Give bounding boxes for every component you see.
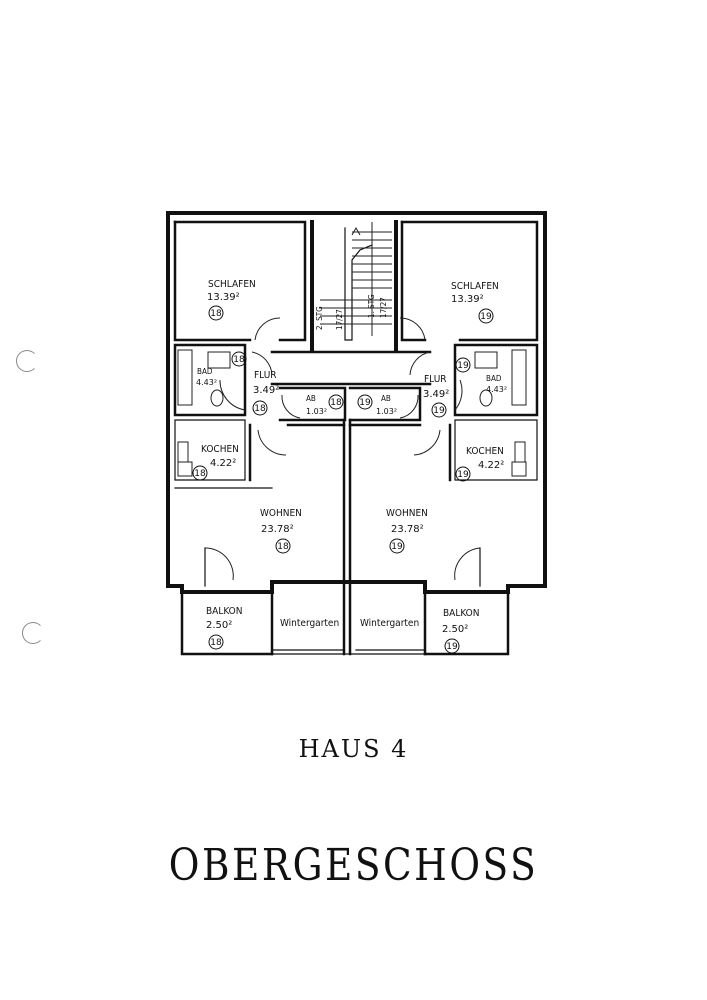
unit-badge-wohnen-19: 19 — [391, 542, 403, 552]
unit-badge-kochen-18: 18 — [194, 469, 206, 479]
unit-badge-balkon-19: 19 — [446, 642, 458, 652]
room-name-wintergarten-19: Wintergarten — [360, 618, 419, 629]
room-name-wohnen-19: WOHNEN — [386, 508, 428, 519]
room-area-bad-18: 4.43² — [196, 378, 217, 387]
unit-badge-bad-19: 19 — [457, 361, 469, 371]
building-title: HAUS 4 — [298, 735, 409, 763]
room-area-bad-19: 4.43² — [486, 385, 507, 394]
unit-badge-ab-19: 19 — [359, 398, 371, 408]
room-area-wohnen-19: 23.78² — [391, 524, 424, 535]
stair-count-1: 17/27 — [379, 297, 388, 318]
room-name-kochen-18: KOCHEN — [201, 444, 239, 455]
unit-badge-schlafen-19: 19 — [480, 312, 492, 322]
stair-label-1: 1. STG — [367, 294, 376, 318]
room-name-balkon-19: BALKON — [443, 608, 480, 619]
room-name-schlafen-18: SCHLAFEN — [208, 279, 256, 290]
room-name-balkon-18: BALKON — [206, 606, 243, 617]
room-area-kochen-18: 4.22² — [210, 458, 236, 469]
room-area-kochen-19: 4.22² — [478, 460, 504, 471]
unit-badge-ab-18: 18 — [330, 398, 342, 408]
punch-hole-top — [16, 350, 38, 372]
room-name-wohnen-18: WOHNEN — [260, 508, 302, 519]
room-name-bad-19: BAD — [486, 374, 502, 383]
unit-19-walls — [348, 220, 539, 482]
fixtures — [177, 349, 527, 477]
room-name-wintergarten-18: Wintergarten — [280, 618, 339, 629]
room-area-flur-19: 3.49² — [423, 389, 449, 400]
unit-badge-balkon-18: 18 — [210, 638, 222, 648]
room-area-wohnen-18: 23.78² — [261, 524, 294, 535]
room-area-balkon-19: 2.50² — [442, 624, 468, 635]
floor-title: OBERGESCHOSS — [168, 840, 539, 891]
outer-walls — [166, 211, 547, 656]
punch-hole-bottom — [22, 622, 44, 644]
room-name-kochen-19: KOCHEN — [466, 446, 504, 457]
unit-19-labels: SCHLAFEN 13.39² 19 BAD 4.43² 19 FLUR 3.4… — [357, 281, 507, 654]
room-area-ab-19: 1.03² — [376, 407, 397, 416]
unit-badge-kochen-19: 19 — [457, 470, 469, 480]
room-name-flur-18: FLUR — [254, 370, 277, 381]
room-area-balkon-18: 2.50² — [206, 620, 232, 631]
unit-18-labels: SCHLAFEN 13.39² 18 BAD 4.43² 18 FLUR 3.4… — [192, 279, 344, 650]
stairwell — [310, 220, 398, 352]
unit-18-walls — [173, 220, 432, 489]
unit-badge-flur-19: 19 — [433, 406, 445, 416]
room-name-ab-18: AB — [306, 394, 316, 403]
room-name-schlafen-19: SCHLAFEN — [451, 281, 499, 292]
room-area-flur-18: 3.49² — [253, 385, 279, 396]
unit-badge-flur-18: 18 — [254, 404, 266, 414]
room-area-schlafen-19: 13.39² — [451, 294, 484, 305]
room-area-schlafen-18: 13.39² — [207, 292, 240, 303]
stair-label-2: 2. STG — [315, 306, 324, 330]
room-area-ab-18: 1.03² — [306, 407, 327, 416]
floor-plan: 2. STG 17/27 1. STG 17/27 SCHLAFEN 13.39… — [166, 211, 547, 656]
room-name-bad-18: BAD — [197, 367, 213, 376]
unit-badge-bad-18: 18 — [233, 355, 245, 365]
unit-badge-schlafen-18: 18 — [210, 309, 222, 319]
room-name-flur-19: FLUR — [424, 374, 447, 385]
room-name-ab-19: AB — [381, 394, 391, 403]
door-swings — [204, 317, 481, 587]
stair-count-2: 17/27 — [335, 309, 344, 330]
unit-badge-wohnen-18: 18 — [277, 542, 289, 552]
